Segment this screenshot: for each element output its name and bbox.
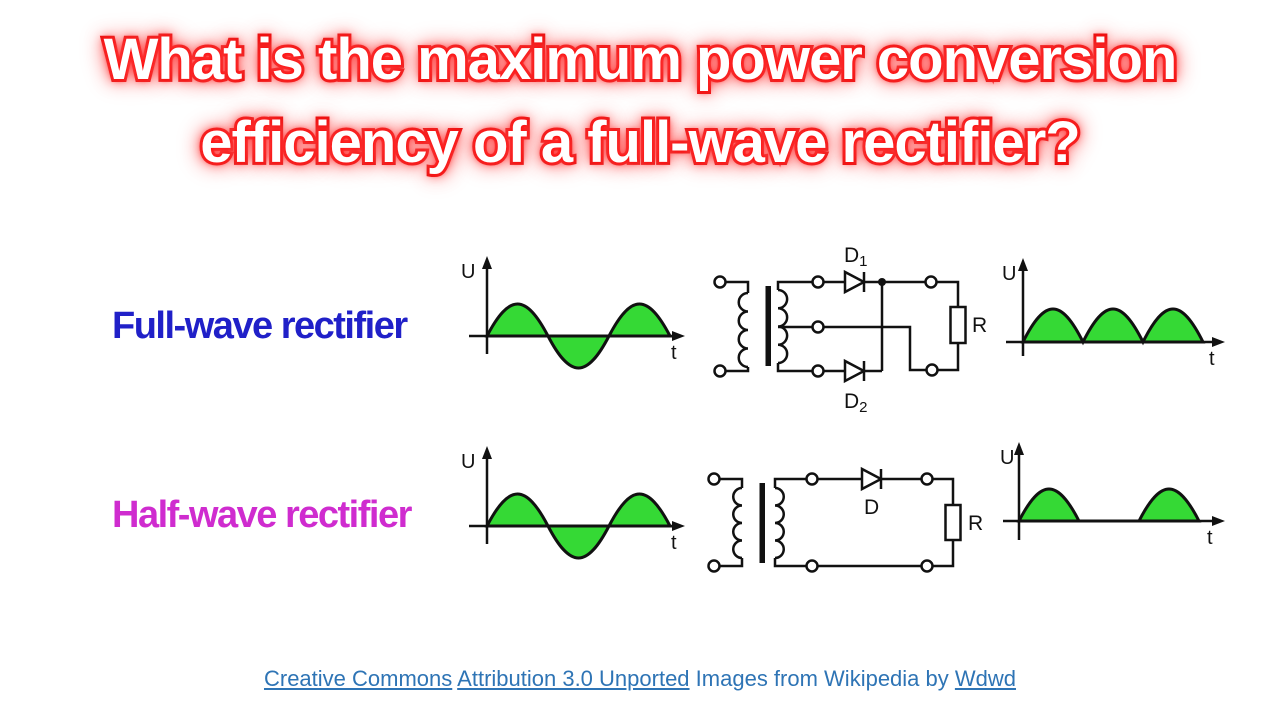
secondary-terminal-bottom: [811, 364, 825, 378]
sine-wave: [484, 302, 673, 370]
attribution-license-link[interactable]: Attribution 3.0 Unported: [457, 666, 690, 691]
input-terminal-bottom: [707, 559, 721, 573]
secondary-terminal-top: [811, 275, 825, 289]
creative-commons-link[interactable]: Creative Commons: [263, 666, 453, 691]
secondary-terminal-top: [805, 472, 819, 486]
attribution-footer: Creative Commons Attribution 3.0 Unporte…: [0, 666, 1280, 692]
t-axis-label: t: [671, 342, 677, 364]
transformer-core: [759, 483, 765, 563]
attribution-text: Images from Wikipedia by: [695, 666, 949, 691]
secondary-coil: [774, 486, 785, 560]
resistor-icon: [944, 503, 962, 542]
u-axis-label: U: [461, 451, 475, 473]
resistor-icon: [949, 305, 967, 345]
primary-coil: [737, 291, 749, 369]
rectified-wave: [1020, 307, 1206, 346]
full-wave-output-waveform: U t: [1002, 258, 1225, 370]
diode-d-label: D: [864, 496, 879, 519]
half-wave-input-waveform: U t: [461, 446, 685, 560]
half-wave-label: Half-wave rectifier: [112, 494, 412, 536]
full-wave-circuit: D1 D2 R: [713, 244, 987, 416]
u-axis-label: U: [1002, 263, 1016, 285]
junction-dot: [878, 278, 886, 286]
resistor-label: R: [968, 512, 983, 535]
u-axis-arrow-icon: [482, 256, 492, 269]
title-line-1: What is the maximum power conversion: [101, 24, 1181, 95]
transformer-center-tapped: [713, 275, 789, 378]
t-axis-arrow-icon: [672, 521, 685, 531]
half-wave-circuit: D R: [707, 466, 983, 573]
wiring: [773, 477, 955, 568]
diode-d2-icon: [843, 358, 867, 384]
u-axis-label: U: [461, 261, 475, 283]
t-axis-label: t: [671, 532, 677, 554]
transformer-core: [765, 286, 771, 366]
author-link[interactable]: Wdwd: [954, 666, 1017, 691]
input-terminal-bottom: [713, 364, 727, 378]
t-axis-arrow-icon: [1212, 337, 1225, 347]
input-terminal-top: [713, 275, 727, 289]
sine-wave: [484, 492, 673, 560]
output-terminal-top: [924, 275, 938, 289]
full-wave-input-waveform: U t: [461, 256, 685, 370]
rectified-wave: [1016, 487, 1202, 523]
diode-d1-icon: [843, 269, 867, 295]
t-axis-arrow-icon: [672, 331, 685, 341]
secondary-terminal-bottom: [805, 559, 819, 573]
diode-d1-label: D1: [844, 244, 868, 270]
u-axis-arrow-icon: [1018, 258, 1028, 271]
half-wave-output-waveform: U t: [1000, 442, 1225, 549]
u-axis-label: U: [1000, 447, 1014, 469]
diode-d-icon: [860, 466, 884, 492]
full-wave-label: Full-wave rectifier: [112, 305, 408, 347]
wiring: [776, 280, 960, 373]
u-axis-arrow-icon: [482, 446, 492, 459]
transformer: [707, 472, 785, 573]
output-terminal-top: [920, 472, 934, 486]
u-axis-arrow-icon: [1014, 442, 1024, 455]
primary-coil: [732, 486, 743, 560]
t-axis-label: t: [1207, 527, 1213, 549]
resistor-label: R: [972, 314, 987, 337]
t-axis-arrow-icon: [1212, 516, 1225, 526]
output-terminal-bottom: [920, 559, 934, 573]
page-title: What is the maximum power conversion eff…: [0, 18, 1280, 184]
secondary-terminal-center-tap: [811, 320, 825, 334]
t-axis-label: t: [1209, 348, 1215, 370]
title-line-2: efficiency of a full-wave rectifier?: [197, 107, 1083, 178]
diode-d2-label: D2: [844, 390, 868, 416]
input-terminal-top: [707, 472, 721, 486]
output-terminal-bottom: [925, 363, 939, 377]
